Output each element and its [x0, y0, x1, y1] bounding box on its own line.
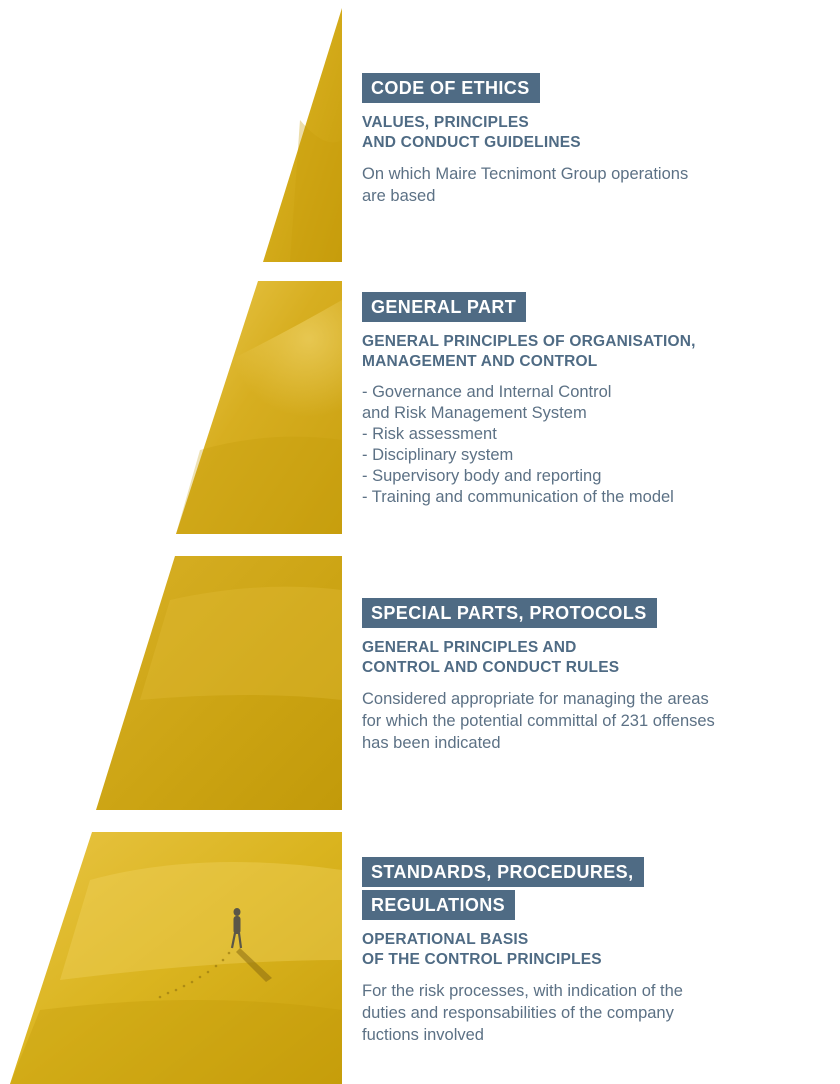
tier-4-title-line-2: REGULATIONS — [362, 890, 516, 920]
tier-3-description: Considered appropriate for managing the … — [362, 690, 715, 752]
tier-1-text: CODE OF ETHICS VALUES, PRINCIPLES AND CO… — [362, 73, 832, 207]
tier-2-bullet: - Governance and Internal Control and Ri… — [362, 383, 612, 422]
pyramid-tier-1 — [263, 8, 342, 262]
tier-1-subtitle: VALUES, PRINCIPLES AND CONDUCT GUIDELINE… — [362, 114, 581, 151]
tier-2-text: GENERAL PART GENERAL PRINCIPLES OF ORGAN… — [362, 292, 832, 508]
tier-2-bullet: - Risk assessment — [362, 425, 497, 443]
pyramid-tier-2 — [176, 281, 342, 534]
tier-4-description: For the risk processes, with indication … — [362, 982, 683, 1044]
pyramid-tier-4 — [10, 832, 342, 1084]
tier-2-bullet: - Training and communication of the mode… — [362, 488, 674, 506]
tier-4-title-line-1: STANDARDS, PROCEDURES, — [362, 857, 644, 887]
walking-figure — [230, 908, 272, 982]
tier-3-text: SPECIAL PARTS, PROTOCOLS GENERAL PRINCIP… — [362, 598, 832, 754]
tier-3-subtitle: GENERAL PRINCIPLES AND CONTROL AND CONDU… — [362, 639, 620, 676]
tier-2-bullet-list: - Governance and Internal Control and Ri… — [362, 382, 832, 508]
tier-2-title: GENERAL PART — [362, 292, 527, 322]
tier-1-description: On which Maire Tecnimont Group operation… — [362, 165, 689, 205]
tier-2-subtitle: GENERAL PRINCIPLES OF ORGANISATION, MANA… — [362, 333, 696, 370]
tier-1-title: CODE OF ETHICS — [362, 73, 540, 103]
tier-3-title: SPECIAL PARTS, PROTOCOLS — [362, 598, 657, 628]
pyramid-illustration — [10, 8, 342, 1084]
tier-4-subtitle: OPERATIONAL BASIS OF THE CONTROL PRINCIP… — [362, 931, 602, 968]
tier-2-bullet: - Disciplinary system — [362, 446, 514, 464]
footprints-trail — [158, 951, 231, 999]
tier-2-bullet: - Supervisory body and reporting — [362, 467, 602, 485]
pyramid-tier-3 — [96, 556, 342, 810]
tier-4-text: STANDARDS, PROCEDURES, REGULATIONS OPERA… — [362, 857, 832, 1046]
